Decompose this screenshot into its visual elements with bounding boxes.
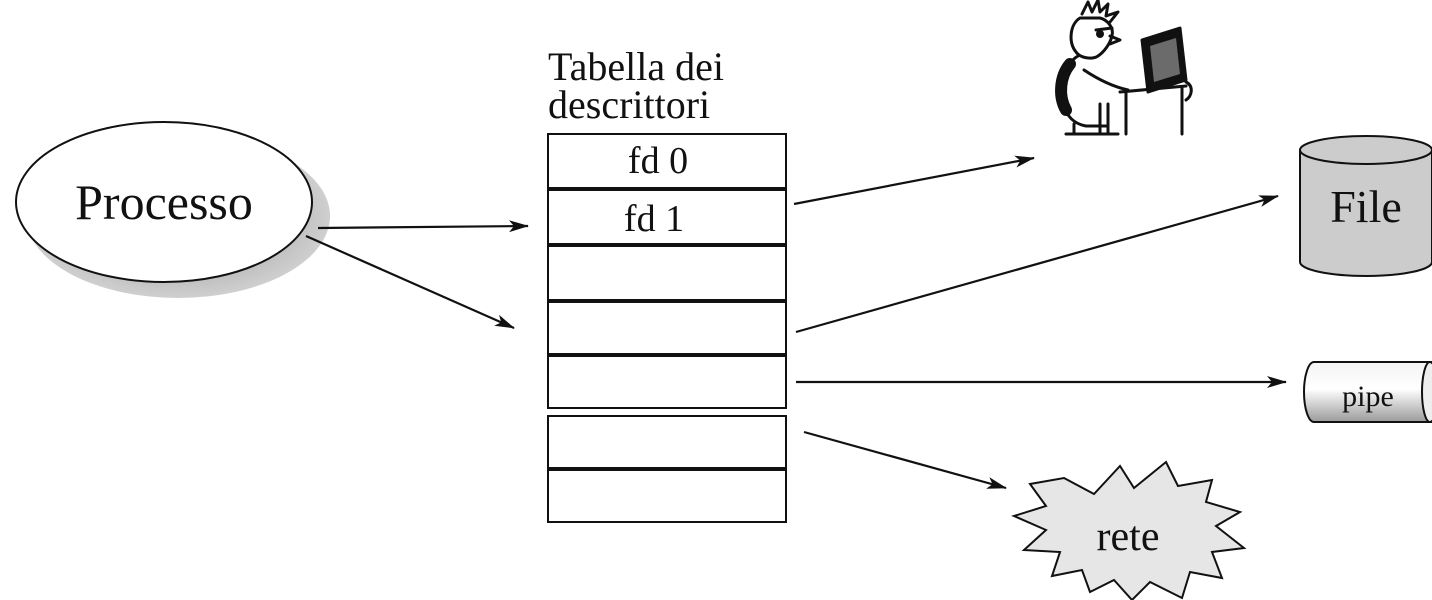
network-burst-icon: rete	[1011, 460, 1247, 600]
table-slot-2	[547, 245, 787, 301]
user-at-computer-icon	[1055, 0, 1193, 136]
network-label: rete	[1097, 514, 1160, 560]
pipe-label: pipe	[1342, 380, 1394, 413]
arrow-process-to-slot	[305, 234, 515, 330]
table-slot-0	[547, 133, 787, 189]
table-title-line1: Tabella dei	[548, 44, 724, 89]
descriptor-table: fd 0 fd 1	[547, 133, 787, 523]
table-slot-1-label: fd 1	[624, 198, 684, 240]
pipe-icon: pipe	[1303, 361, 1432, 423]
table-slot-4	[547, 355, 787, 409]
table-slot-5	[547, 415, 787, 469]
arrow-process-to-fd1	[317, 220, 529, 233]
file-storage-icon: File	[1299, 135, 1432, 277]
arrow-to-file	[795, 194, 1279, 334]
table-slot-1	[547, 189, 787, 245]
table-slot-0-label: fd 0	[628, 140, 688, 182]
table-slot-3	[547, 301, 787, 355]
arrow-to-terminal	[793, 155, 1035, 206]
table-title-line2: descrittori	[548, 82, 710, 127]
process-node: Processo	[15, 121, 330, 298]
process-ellipse	[15, 121, 313, 283]
file-label: File	[1330, 181, 1402, 232]
process-label: Processo	[75, 174, 253, 230]
arrow-to-network	[803, 430, 1007, 490]
table-slot-6	[547, 469, 787, 523]
